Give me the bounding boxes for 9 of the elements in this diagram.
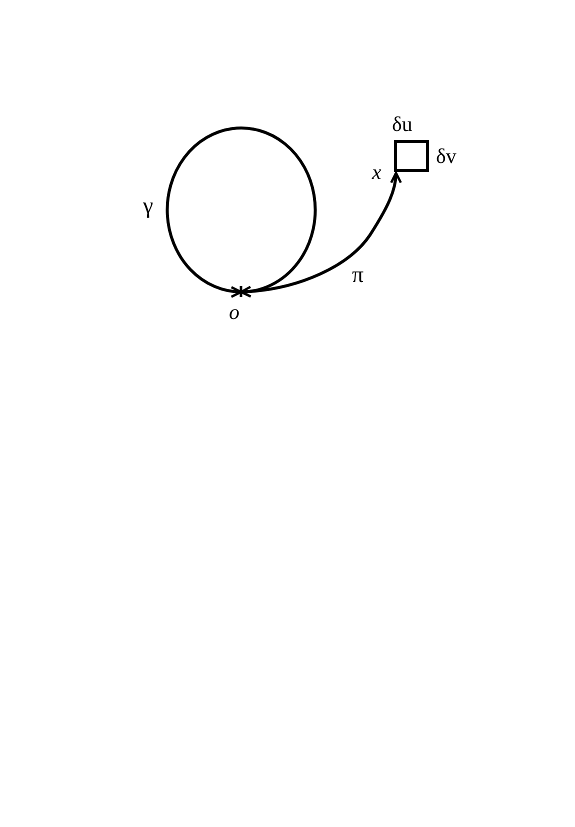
path-label: π (352, 263, 364, 287)
point-label: x (372, 160, 382, 184)
side-length-label: δu (392, 112, 412, 136)
area-element-square (394, 140, 429, 172)
point-label: o (229, 300, 240, 324)
loop-path (166, 126, 317, 298)
side-length-label: δv (436, 144, 456, 168)
path-label: γ (143, 194, 154, 218)
curved-path (240, 172, 402, 298)
